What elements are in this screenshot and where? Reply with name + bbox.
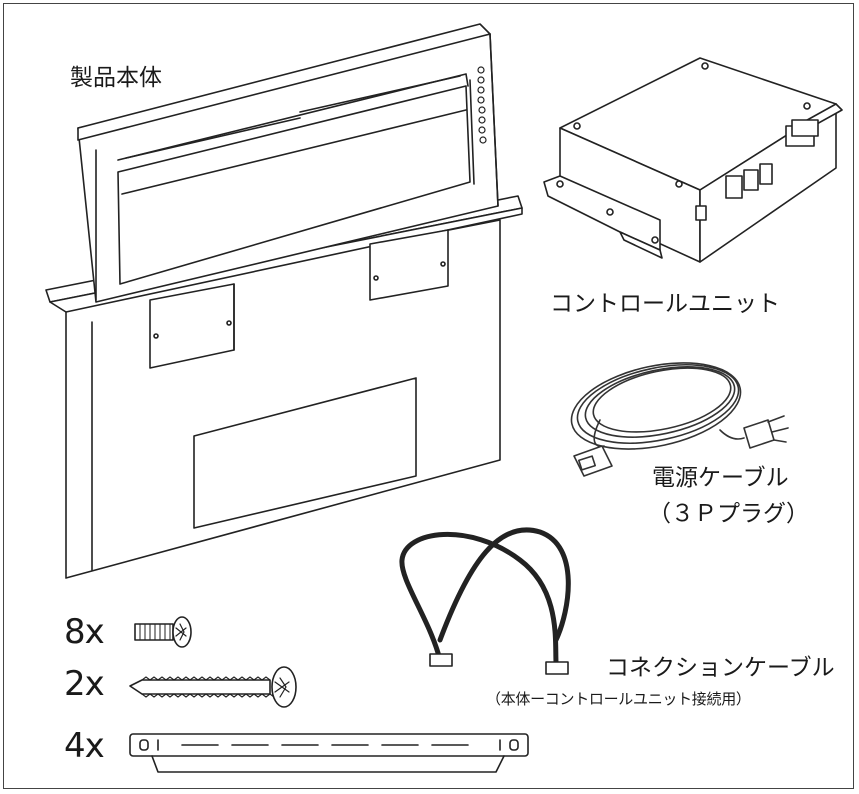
power-cable-label: 電源ケーブル — [652, 465, 789, 491]
diagram-frame — [3, 3, 854, 789]
long-screw-quantity: 2x — [64, 664, 105, 704]
connection-cable-illustration — [399, 527, 571, 675]
control-unit-label: コントロールユニット — [550, 291, 780, 317]
connection-cable-label: コネクションケーブル — [606, 655, 835, 681]
bracket-quantity: 4x — [64, 726, 105, 766]
bracket-illustration — [129, 733, 529, 773]
small-screw-quantity: 8x — [64, 612, 105, 652]
power-cable-illustration — [570, 362, 789, 477]
small-screw-illustration — [134, 616, 192, 648]
product-body-label: 製品本体 — [70, 65, 162, 91]
connection-cable-note: （本体ーコントロールユニット接続用） — [486, 690, 751, 708]
long-screw-illustration — [129, 666, 297, 708]
product-body-illustration — [45, 23, 523, 579]
power-cable-plug-label: （３Ｐプラグ） — [648, 501, 809, 527]
control-unit-illustration — [543, 57, 843, 263]
